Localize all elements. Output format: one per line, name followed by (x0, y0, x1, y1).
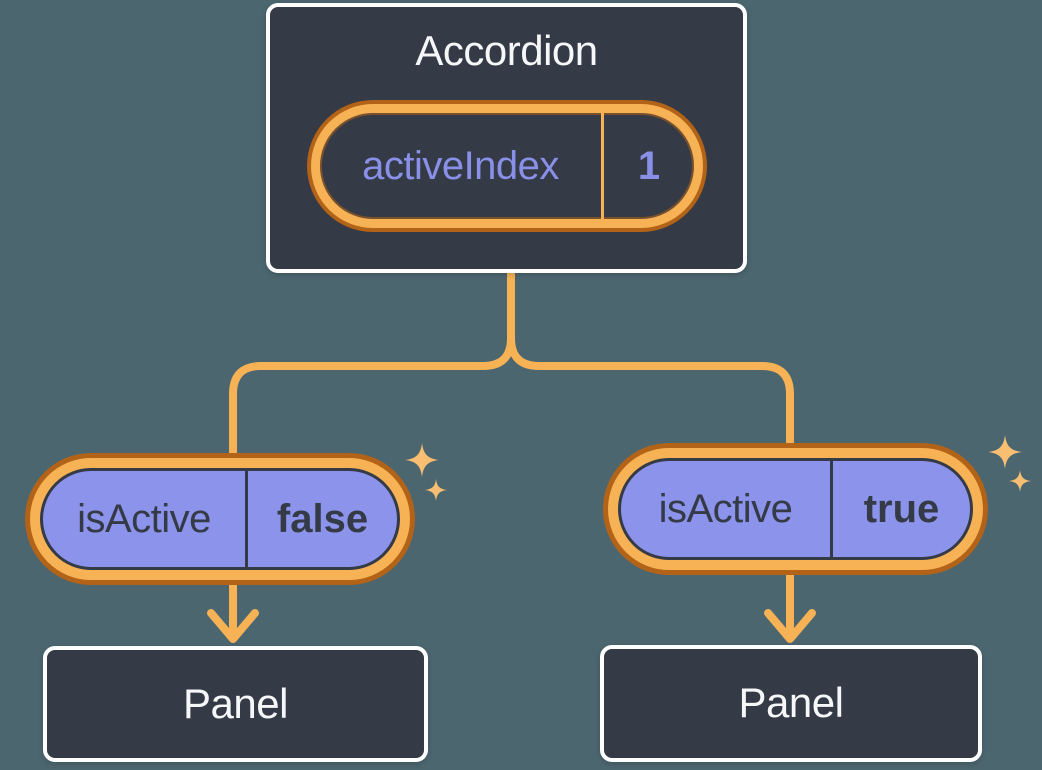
connector-right (507, 264, 794, 640)
pill-divider (830, 461, 833, 557)
prop-value: true (863, 486, 940, 531)
prop-value: false (276, 496, 369, 541)
state-value: 1 (637, 143, 661, 188)
prop-pill-right: isActive true (618, 458, 973, 560)
pill-divider (601, 113, 604, 219)
panel-card-right: Panel (600, 645, 982, 762)
sparkle-icon (425, 479, 447, 501)
pill-divider (245, 471, 248, 567)
panel-title: Panel (183, 679, 288, 727)
prop-pill-left: isActive false (40, 468, 400, 570)
state-pill: activeIndex 1 (311, 104, 703, 228)
sparkle-icon (405, 443, 439, 477)
prop-name-label: isActive (77, 496, 211, 541)
sparkle-icon (988, 435, 1022, 469)
arrowhead-left-icon (207, 609, 259, 643)
arrowhead-right-icon (764, 609, 816, 643)
connector-left (229, 264, 515, 640)
prop-name-label: isActive (658, 486, 793, 531)
accordion-title: Accordion (415, 27, 598, 74)
sparkle-icon (1009, 470, 1031, 492)
panel-title: Panel (738, 679, 844, 727)
panel-card-left: Panel (43, 646, 428, 762)
state-name-label: activeIndex (362, 143, 559, 188)
